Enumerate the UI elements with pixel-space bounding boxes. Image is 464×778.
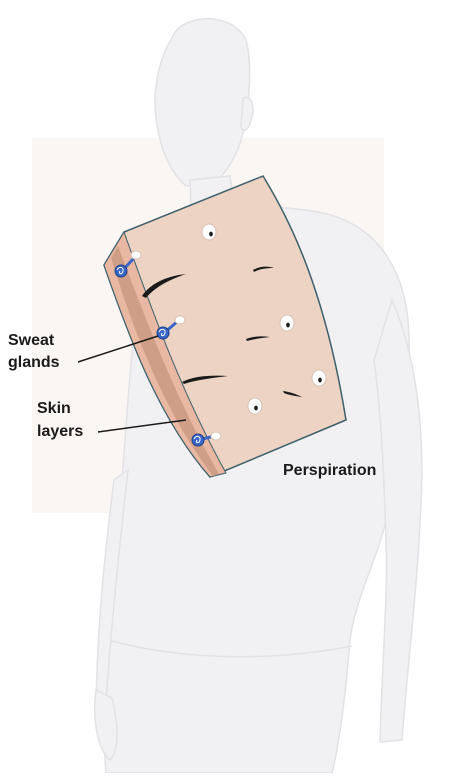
- perspiration-label: Perspiration: [283, 462, 377, 479]
- pore-icon: [201, 223, 327, 415]
- sweat-glands-label-line1: Sweat: [8, 332, 55, 349]
- sweat-glands-leader: [77, 335, 159, 363]
- skin-layer-band: [111, 246, 219, 476]
- skin-layers-leader: [97, 419, 187, 433]
- hair-icon: [142, 266, 302, 397]
- skin-layers-label-line2: layers: [37, 423, 84, 440]
- sweat-glands-label-line2: glands: [8, 354, 60, 371]
- skin-patch: [103, 175, 347, 478]
- sweat-gland-icon: [114, 250, 222, 447]
- skin-layers-label-line1: Skin: [37, 400, 71, 417]
